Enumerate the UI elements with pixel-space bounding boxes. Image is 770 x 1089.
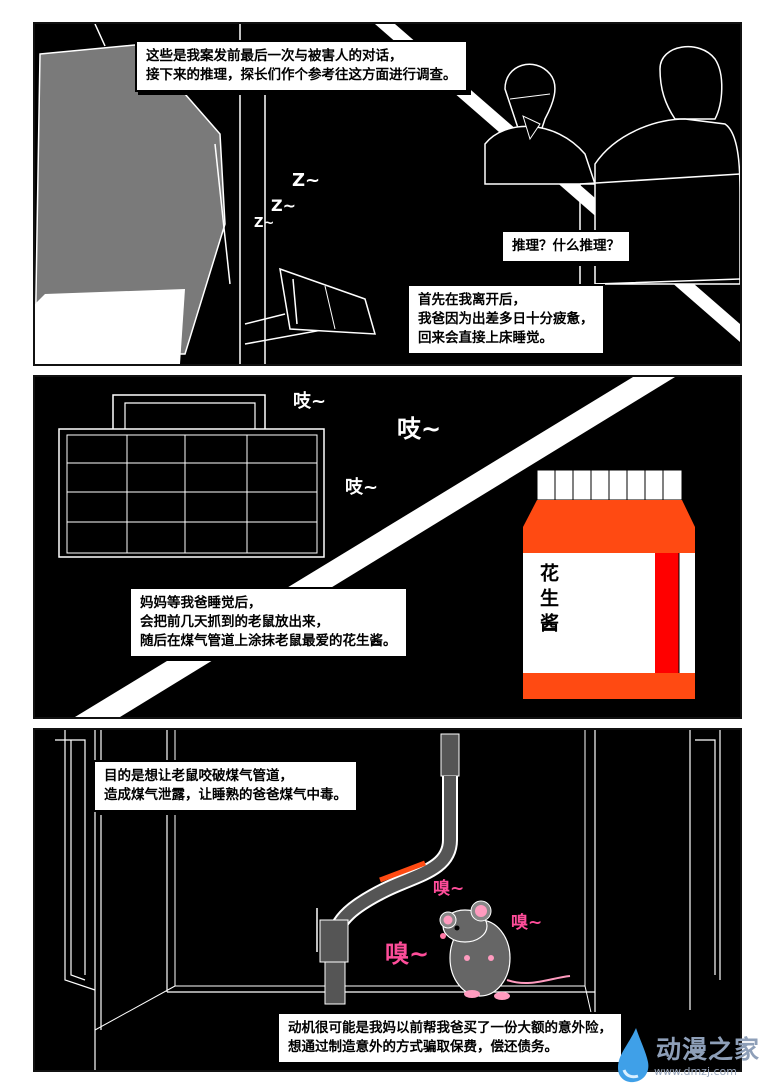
caption-motive: 动机很可能是我妈以前帮我爸买了一份大额的意外险， 想通过制造意外的方式骗取保费，… bbox=[277, 1012, 623, 1064]
sfx-snore-small: Z~ bbox=[254, 216, 275, 231]
sfx-sniff-2: 嗅~ bbox=[511, 913, 543, 933]
watermark: 动漫之家 www.dmzj.com bbox=[606, 1024, 766, 1086]
caption-goal: 目的是想让老鼠咬破煤气管道， 造成煤气泄露，让睡熟的爸爸煤气中毒。 bbox=[93, 760, 358, 812]
caption-question: 推理？什么推理？ bbox=[501, 230, 631, 263]
sfx-squeak-3: 吱~ bbox=[345, 477, 379, 498]
panel-1: 这些是我案发前最后一次与被害人的对话， 接下来的推理，探长们作个参考往这方面进行… bbox=[33, 22, 742, 366]
sfx-sniff-3: 嗅~ bbox=[385, 940, 430, 968]
panel-2-art bbox=[58, 377, 695, 717]
water-drop-icon bbox=[618, 1028, 649, 1083]
panel-3-art bbox=[55, 730, 721, 1070]
caption-intro: 这些是我案发前最后一次与被害人的对话， 接下来的推理，探长们作个参考往这方面进行… bbox=[135, 40, 468, 92]
sfx-sniff-1: 嗅~ bbox=[433, 879, 465, 899]
sfx-squeak-2: 吱~ bbox=[397, 415, 442, 443]
panel-1-art bbox=[35, 24, 740, 364]
sfx-snore-large: Z~ bbox=[292, 170, 321, 191]
jar-label: 花生酱 bbox=[537, 563, 559, 638]
sfx-snore-medium: Z~ bbox=[271, 196, 297, 215]
watermark-url: www.dmzj.com bbox=[654, 1065, 737, 1078]
sfx-squeak-1: 吱~ bbox=[293, 391, 327, 412]
caption-mom: 妈妈等我爸睡觉后， 会把前几天抓到的老鼠放出来， 随后在煤气管道上涂抹老鼠最爱的… bbox=[129, 587, 408, 658]
caption-first: 首先在我离开后， 我爸因为出差多日十分疲惫， 回来会直接上床睡觉。 bbox=[407, 284, 605, 355]
panel-3: 目的是想让老鼠咬破煤气管道， 造成煤气泄露，让睡熟的爸爸煤气中毒。 嗅~ 嗅~ … bbox=[33, 728, 742, 1072]
rat bbox=[439, 900, 571, 1000]
panel-2: 吱~ 吱~ 吱~ 花生酱 妈妈等我爸睡觉后， 会把前几天抓到的老鼠放出来， 随后… bbox=[33, 375, 742, 719]
watermark-title: 动漫之家 bbox=[656, 1035, 761, 1064]
